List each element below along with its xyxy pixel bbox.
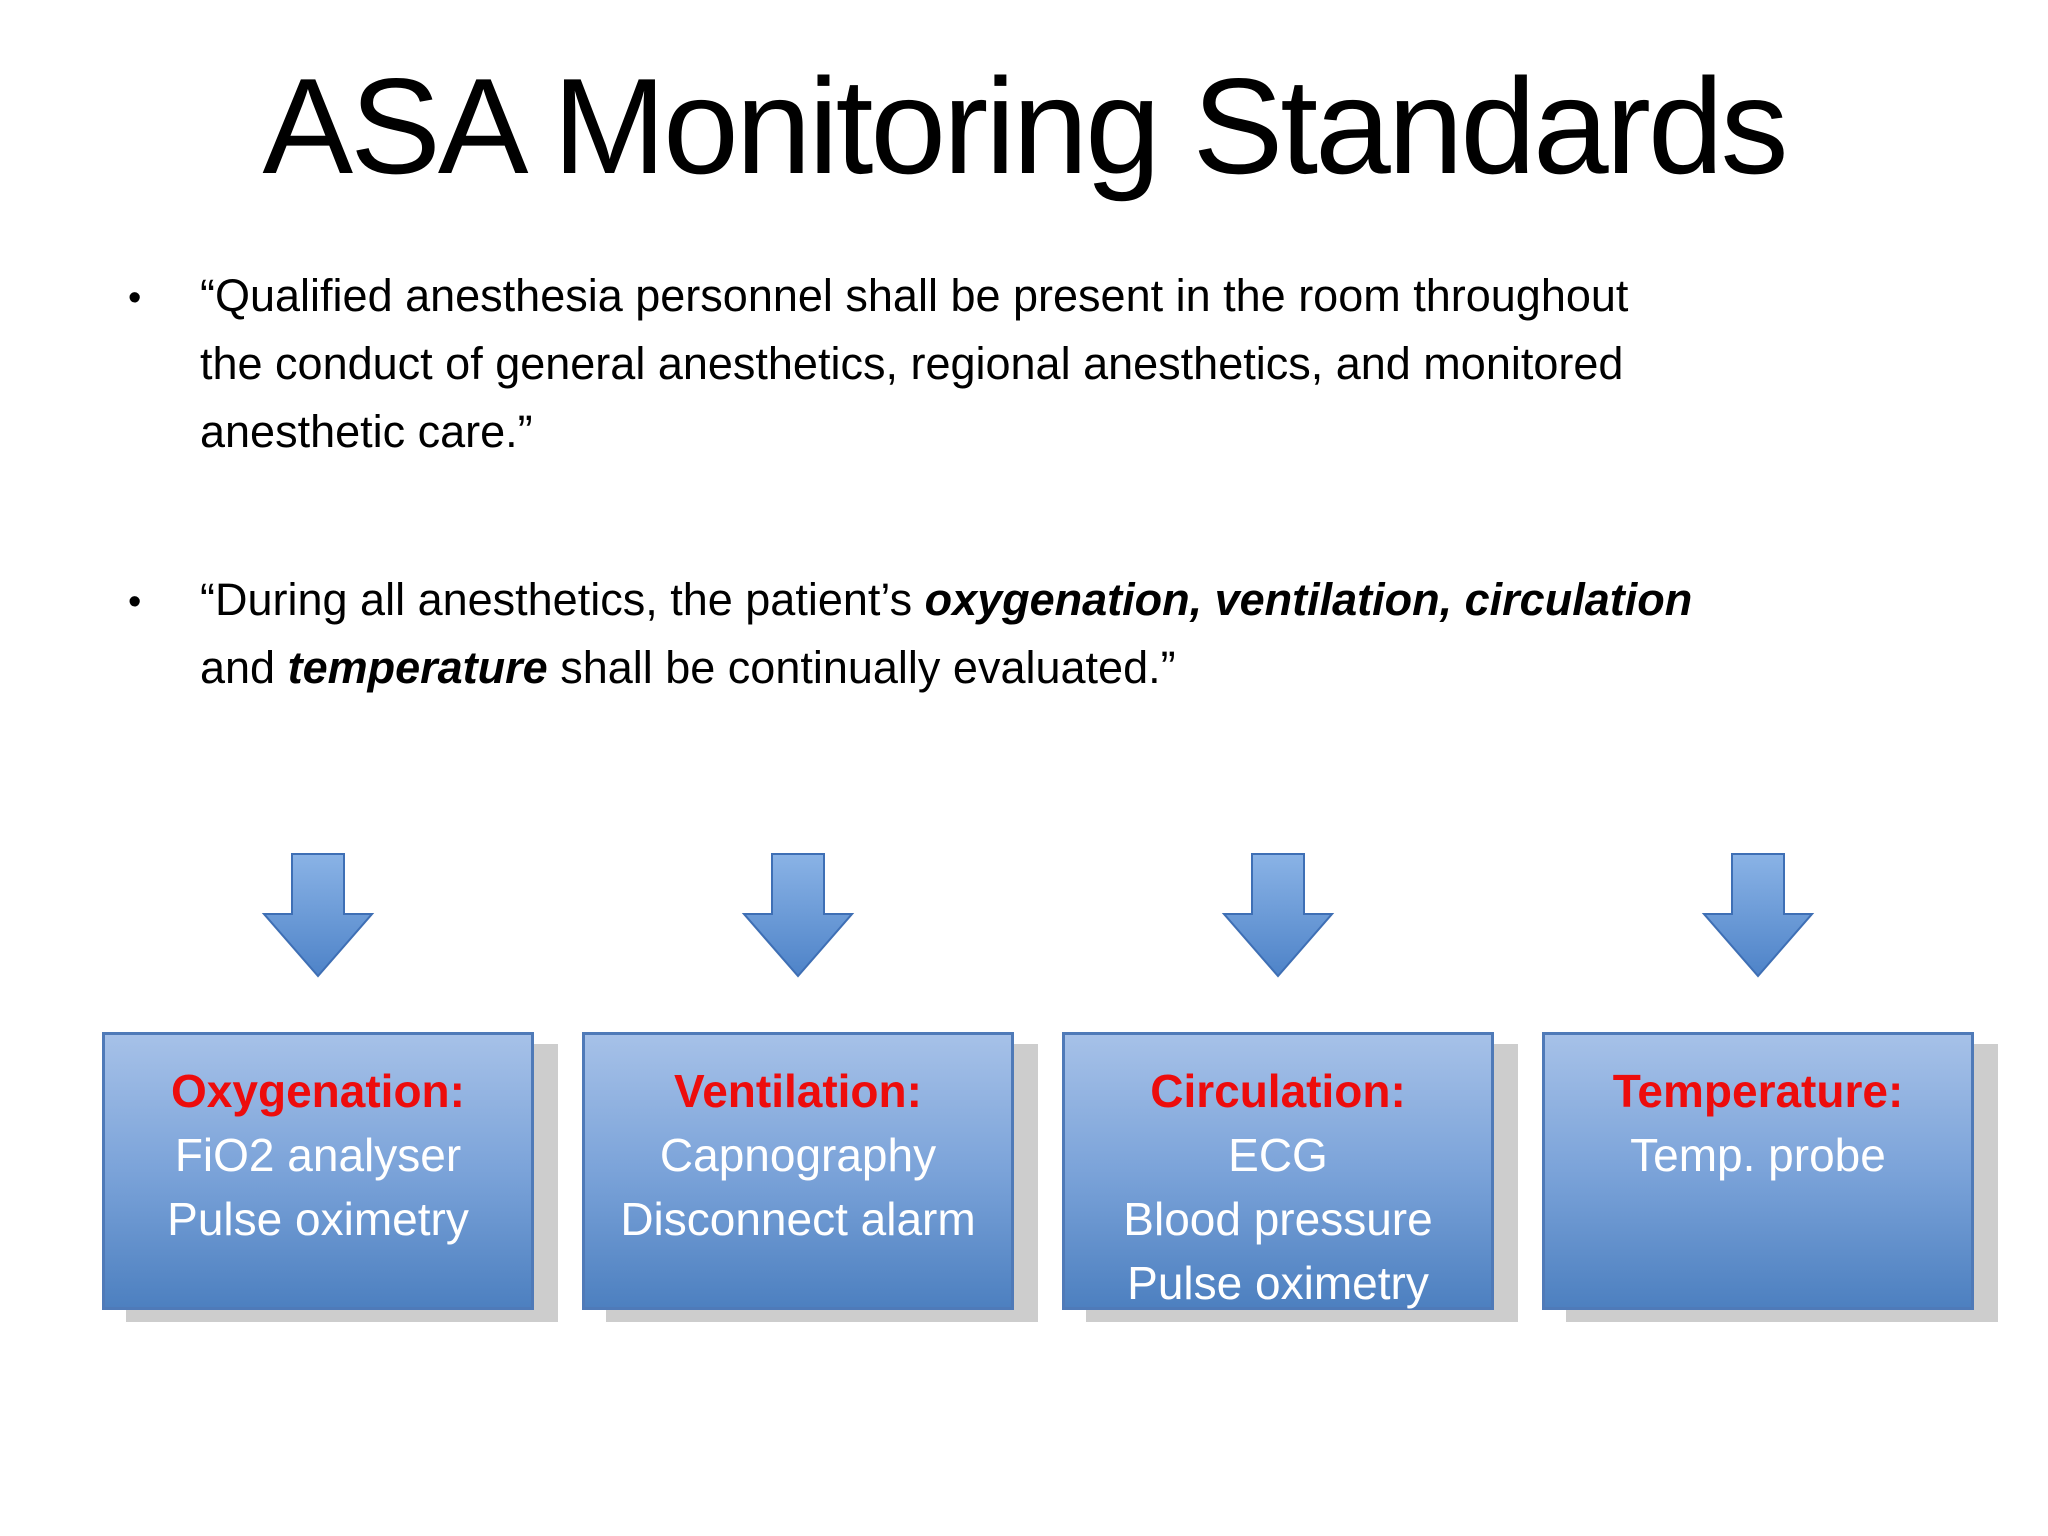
- column-temperature: Temperature: Temp. probe: [1542, 852, 1974, 1310]
- oxygenation-box: Oxygenation: FiO2 analyser Pulse oximetr…: [102, 1032, 534, 1310]
- down-arrow-icon: [258, 852, 378, 990]
- bullet-text: “During all anesthetics, the patient’s o…: [200, 566, 1880, 702]
- box-line: FiO2 analyser: [174, 1129, 462, 1181]
- bullet-item-continual-evaluation: • “During all anesthetics, the patient’s…: [128, 566, 1898, 702]
- box-line: Pulse oximetry: [167, 1193, 469, 1245]
- bullet-list: • “Qualified anesthesia personnel shall …: [128, 262, 1898, 702]
- box-heading: Ventilation:: [674, 1065, 922, 1117]
- monitoring-columns: Oxygenation: FiO2 analyser Pulse oximetr…: [102, 852, 1974, 1310]
- box-heading: Temperature:: [1612, 1065, 1904, 1117]
- bullet-line: and temperature shall be continually eva…: [200, 634, 1880, 702]
- box-heading: Oxygenation:: [171, 1065, 465, 1117]
- bullet-item-qualified-personnel: • “Qualified anesthesia personnel shall …: [128, 262, 1898, 466]
- bullet-line: anesthetic care.”: [200, 405, 533, 457]
- bullet-emphasis: temperature: [287, 641, 548, 693]
- bullet-text-segment: “During all anesthetics, the patient’s: [200, 573, 925, 625]
- down-arrow-icon: [1218, 852, 1338, 990]
- box-line: Blood pressure: [1123, 1193, 1433, 1245]
- box-line: ECG: [1228, 1129, 1328, 1181]
- bullet-text-segment: shall be continually evaluated.”: [547, 641, 1176, 693]
- box-line: Pulse oximetry: [1127, 1257, 1429, 1309]
- box-line: Disconnect alarm: [620, 1193, 976, 1245]
- box-line: Capnography: [659, 1129, 937, 1181]
- temperature-box: Temperature: Temp. probe: [1542, 1032, 1974, 1310]
- bullet-marker: •: [128, 276, 142, 319]
- ventilation-box: Ventilation: Capnography Disconnect alar…: [582, 1032, 1014, 1310]
- circulation-box: Circulation: ECG Blood pressure Pulse ox…: [1062, 1032, 1494, 1310]
- bullet-emphasis: oxygenation, ventilation, circulation: [924, 573, 1693, 625]
- column-circulation: Circulation: ECG Blood pressure Pulse ox…: [1062, 852, 1494, 1310]
- bullet-line: “Qualified anesthesia personnel shall be…: [200, 269, 1629, 321]
- down-arrow-icon: [738, 852, 858, 990]
- column-oxygenation: Oxygenation: FiO2 analyser Pulse oximetr…: [102, 852, 534, 1310]
- bullet-marker: •: [128, 580, 142, 623]
- box-line: Temp. probe: [1630, 1129, 1886, 1181]
- box-heading: Circulation:: [1150, 1065, 1406, 1117]
- bullet-text-segment: and: [200, 641, 288, 693]
- column-ventilation: Ventilation: Capnography Disconnect alar…: [582, 852, 1014, 1310]
- bullet-line: “During all anesthetics, the patient’s o…: [200, 566, 1880, 634]
- down-arrow-icon: [1698, 852, 1818, 990]
- bullet-line: the conduct of general anesthetics, regi…: [200, 337, 1624, 389]
- page-title: ASA Monitoring Standards: [262, 50, 1788, 202]
- bullet-text: “Qualified anesthesia personnel shall be…: [200, 262, 1880, 466]
